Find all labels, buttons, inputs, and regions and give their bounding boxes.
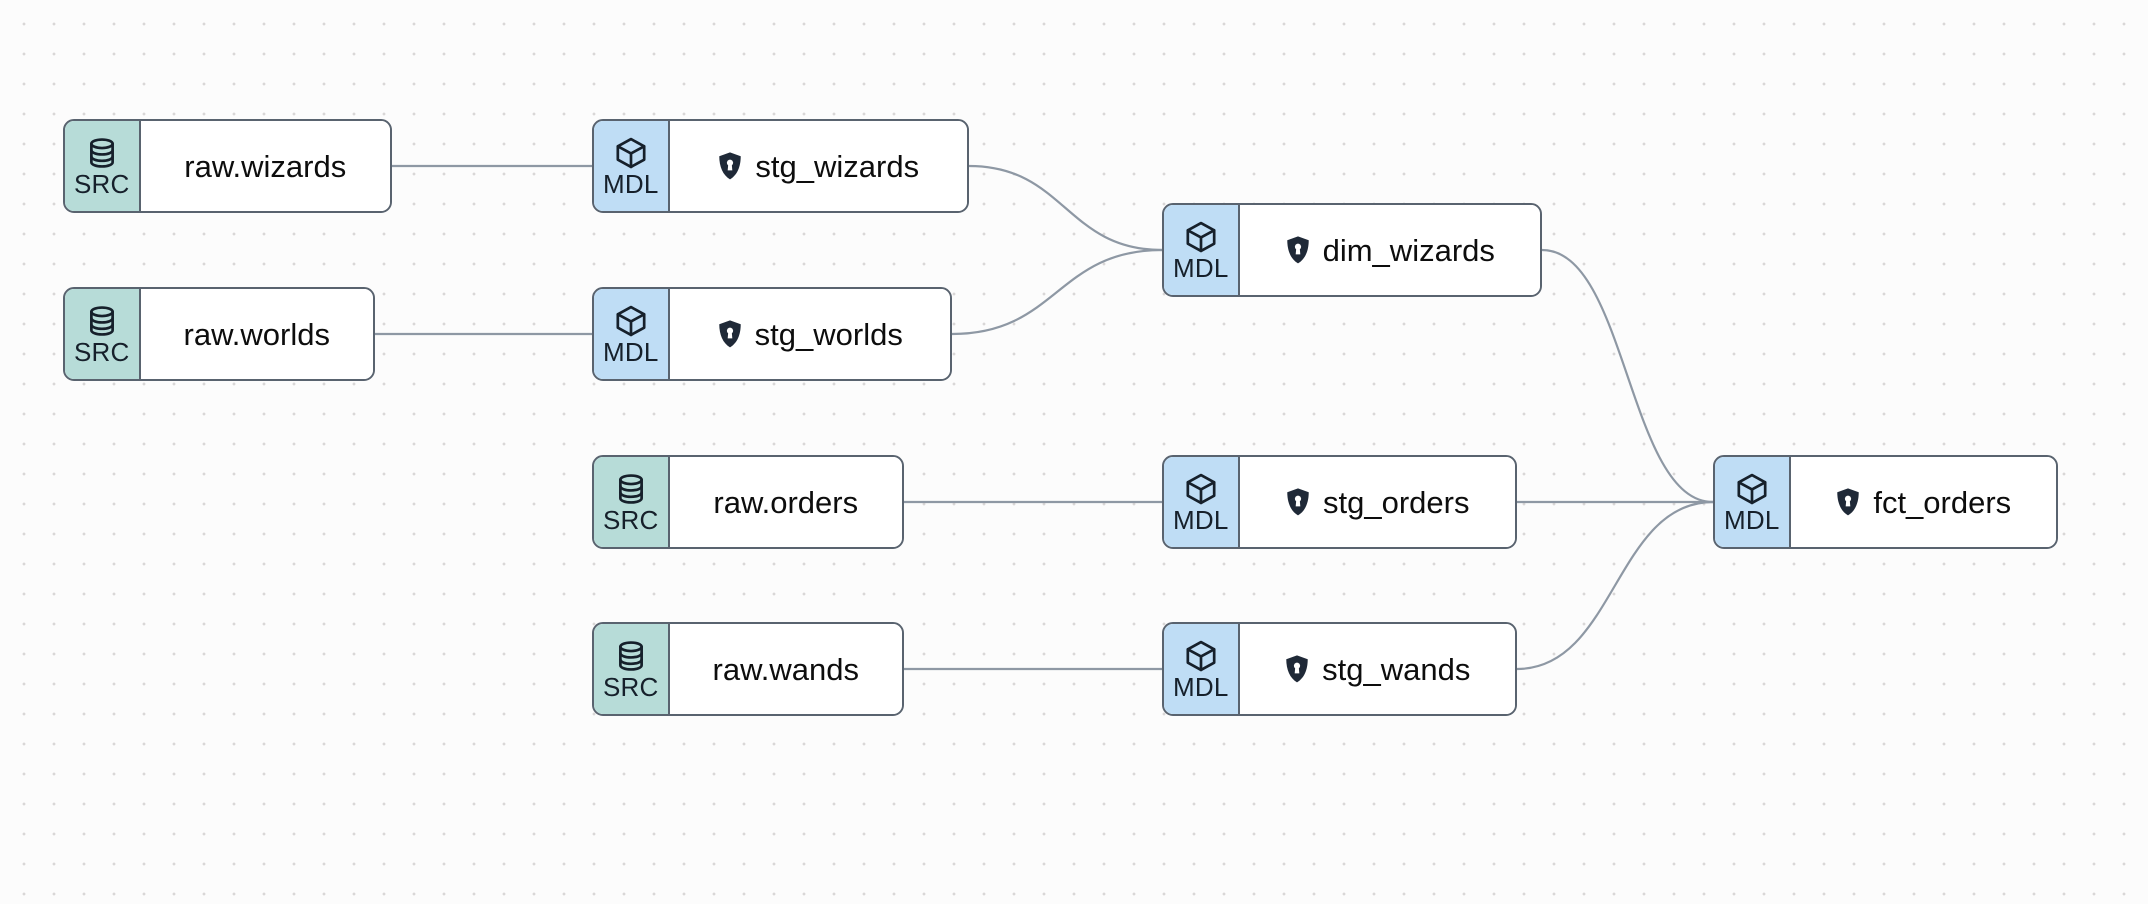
node-body: stg_worlds [669, 289, 950, 379]
node-label: stg_orders [1323, 484, 1470, 520]
node-body: raw.wizards [140, 121, 390, 211]
cube-icon [1735, 472, 1769, 506]
node-label: raw.wands [712, 651, 859, 687]
lineage-node-stg-worlds[interactable]: MDL stg_worlds [592, 287, 952, 381]
lineage-node-raw-orders[interactable]: SRC raw.orders [592, 455, 904, 549]
node-kind-label: MDL [1724, 504, 1780, 535]
node-label: stg_wands [1322, 651, 1471, 687]
node-body: raw.wands [669, 624, 902, 714]
node-kind-badge-mdl: MDL [1164, 205, 1240, 295]
node-kind-label: MDL [603, 168, 659, 199]
shield-lock-icon [1285, 487, 1311, 517]
lineage-edge [967, 164, 1164, 252]
node-kind-label: MDL [1173, 671, 1229, 702]
node-kind-label: MDL [603, 336, 659, 367]
node-body: raw.worlds [140, 289, 373, 379]
node-kind-badge-mdl: MDL [594, 289, 670, 379]
lineage-node-raw-wands[interactable]: SRC raw.wands [592, 622, 904, 716]
shield-lock-icon [717, 151, 743, 181]
cube-icon [1184, 472, 1218, 506]
node-kind-badge-mdl: MDL [1715, 457, 1791, 547]
node-label: dim_wizards [1322, 232, 1495, 268]
node-body: dim_wizards [1239, 205, 1540, 295]
node-label: raw.worlds [183, 316, 330, 352]
shield-lock-icon [717, 319, 743, 349]
lineage-node-raw-wizards[interactable]: SRC raw.wizards [63, 119, 392, 213]
node-kind-badge-mdl: MDL [1164, 624, 1240, 714]
node-kind-badge-src: SRC [65, 289, 141, 379]
cube-icon [614, 304, 648, 338]
node-body: stg_wizards [669, 121, 967, 211]
lineage-edge [1540, 248, 1715, 504]
lineage-node-dim-wizards[interactable]: MDL dim_wizards [1162, 203, 1542, 297]
node-kind-badge-src: SRC [594, 624, 670, 714]
lineage-node-fct-orders[interactable]: MDL fct_orders [1713, 455, 2058, 549]
lineage-node-stg-wizards[interactable]: MDL stg_wizards [592, 119, 969, 213]
lineage-edge [950, 248, 1164, 336]
node-kind-badge-src: SRC [594, 457, 670, 547]
database-icon [614, 639, 648, 673]
shield-lock-icon [1835, 487, 1861, 517]
cube-icon [1184, 639, 1218, 673]
node-kind-badge-mdl: MDL [594, 121, 670, 211]
database-icon [614, 472, 648, 506]
lineage-edge [1515, 500, 1715, 671]
node-label: stg_worlds [754, 316, 903, 352]
cube-icon [1184, 220, 1218, 254]
database-icon [85, 304, 119, 338]
node-kind-label: SRC [74, 168, 130, 199]
node-label: raw.wizards [184, 148, 347, 184]
shield-lock-icon [1285, 235, 1311, 265]
node-kind-label: SRC [74, 336, 130, 367]
node-kind-badge-src: SRC [65, 121, 141, 211]
cube-icon [614, 136, 648, 170]
node-body: fct_orders [1790, 457, 2056, 547]
shield-lock-icon [1284, 654, 1310, 684]
node-body: raw.orders [669, 457, 902, 547]
database-icon [85, 136, 119, 170]
node-label: fct_orders [1873, 484, 2012, 520]
lineage-node-raw-worlds[interactable]: SRC raw.worlds [63, 287, 375, 381]
node-kind-label: MDL [1173, 504, 1229, 535]
node-body: stg_orders [1239, 457, 1515, 547]
lineage-node-stg-wands[interactable]: MDL stg_wands [1162, 622, 1517, 716]
node-body: stg_wands [1239, 624, 1515, 714]
node-kind-label: SRC [603, 504, 659, 535]
lineage-node-stg-orders[interactable]: MDL stg_orders [1162, 455, 1517, 549]
node-kind-badge-mdl: MDL [1164, 457, 1240, 547]
node-kind-label: MDL [1173, 252, 1229, 283]
node-label: stg_wizards [755, 148, 920, 184]
node-label: raw.orders [713, 484, 859, 520]
node-kind-label: SRC [603, 671, 659, 702]
